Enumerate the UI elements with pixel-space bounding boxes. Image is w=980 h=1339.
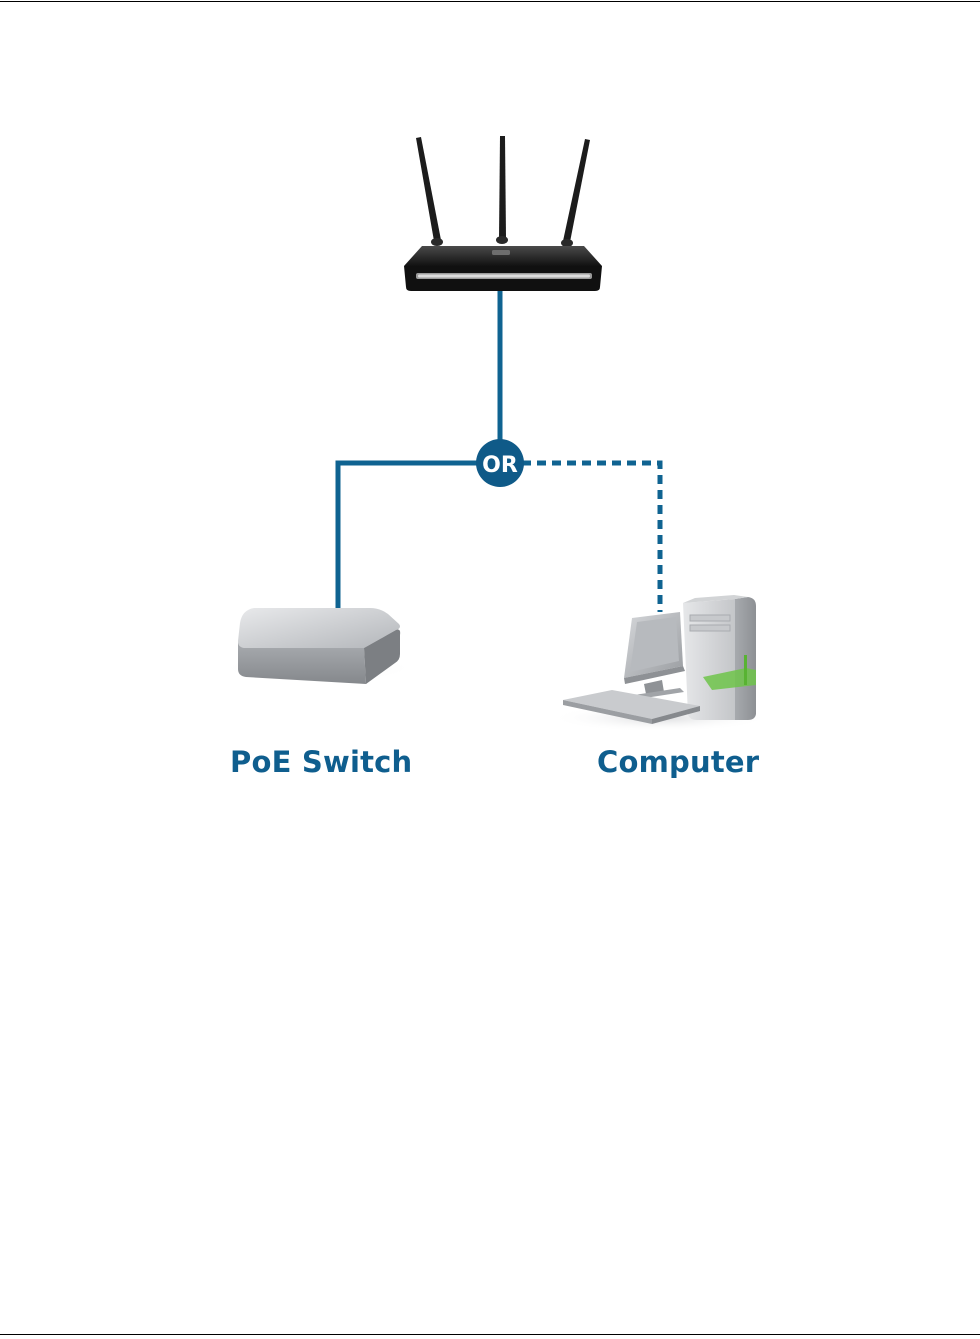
- computer-icon: [550, 595, 770, 732]
- poe-switch-label: PoE Switch: [230, 745, 412, 779]
- router-antenna-right: [563, 139, 590, 242]
- router-icon: [404, 136, 602, 291]
- or-label: OR: [482, 453, 518, 478]
- or-badge: OR: [476, 439, 524, 487]
- router-antenna-center: [499, 136, 506, 238]
- switch-cable: [338, 463, 480, 614]
- computer-label: Computer: [597, 745, 759, 779]
- switch-icon: [223, 608, 413, 684]
- computer-cable-dashed: [522, 463, 660, 612]
- router-antenna-left: [416, 137, 441, 241]
